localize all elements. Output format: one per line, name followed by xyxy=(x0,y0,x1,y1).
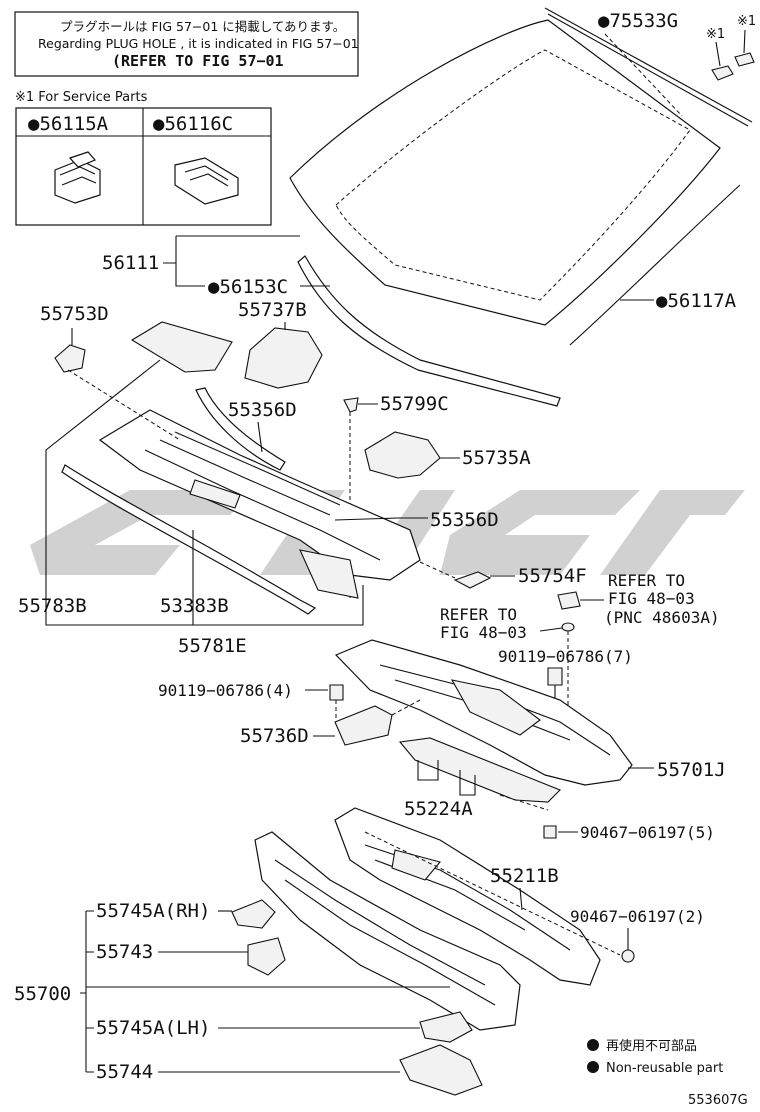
ref1-line-b: FIG 48−03 xyxy=(608,589,695,608)
screw-90467-2 xyxy=(621,949,635,963)
clip-56116c-icon xyxy=(174,157,239,205)
label-55781e: 55781E xyxy=(178,635,247,657)
clip-55799c xyxy=(343,397,359,413)
note-line-en: Regarding PLUG HOLE , it is indicated in… xyxy=(38,36,359,51)
label-55745a-rh: 55745A(RH) xyxy=(96,900,210,922)
bracket-55737b xyxy=(244,327,323,389)
service-part-1: ●56115A xyxy=(28,113,109,135)
bolt-90119-7 xyxy=(547,667,563,686)
seal-tray xyxy=(130,321,233,373)
ref2-line-b: FIG 48−03 xyxy=(440,623,527,642)
label-55743: 55743 xyxy=(96,941,153,963)
cowl-louver-55781e xyxy=(98,409,421,599)
service-note: ※1 For Service Parts xyxy=(15,90,148,105)
label-53383b: 53383B xyxy=(160,595,229,617)
legend-dot-jp xyxy=(587,1039,599,1051)
bracket-55744 xyxy=(399,1044,483,1096)
label-90467-5: 90467−06197(5) xyxy=(580,823,715,842)
screw-90467-5 xyxy=(543,825,557,839)
label-55754f: 55754F xyxy=(518,565,587,587)
legend-dot-en xyxy=(587,1061,599,1073)
bolt-90119-4 xyxy=(329,684,344,701)
legend-en: Non-reusable part xyxy=(606,1061,723,1076)
label-55701j: 55701J xyxy=(657,759,726,781)
bracket-55745a-lh xyxy=(419,1011,473,1043)
label-55799c: 55799C xyxy=(380,393,449,415)
figure-code: 553607G xyxy=(688,1093,748,1108)
label-90119-7: 90119−06786(7) xyxy=(498,647,633,666)
bracket-55743 xyxy=(247,937,286,976)
molding-75533g xyxy=(544,7,753,123)
bracket-55745a-rh xyxy=(231,899,276,929)
label-75533g: ●75533G xyxy=(598,10,678,32)
label-55356d-top: 55356D xyxy=(228,399,297,421)
service-part-2: ●56116C xyxy=(153,113,233,135)
ref1-line-a: REFER TO xyxy=(608,571,685,590)
weatherstrip-53383b xyxy=(61,464,317,615)
label-90119-4: 90119−06786(4) xyxy=(158,681,293,700)
label-55783b: 55783B xyxy=(18,595,87,617)
cowl-panel-55700 xyxy=(254,831,521,1031)
label-90467-2: 90467−06197(2) xyxy=(570,907,705,926)
bracket-55754f xyxy=(453,571,492,589)
molding-clip-icon xyxy=(711,52,755,81)
label-55211b: 55211B xyxy=(490,865,559,887)
label-55224a: 55224A xyxy=(404,798,473,820)
bracket-55736d xyxy=(334,705,393,746)
seal-55356d-top xyxy=(195,387,286,471)
washer-ref-icon xyxy=(561,622,575,632)
label-55700: 55700 xyxy=(14,983,71,1005)
label-55753d: 55753D xyxy=(40,303,109,325)
molding-56117a xyxy=(569,184,741,346)
star-mark-2: ※1 xyxy=(737,14,756,29)
cowl-top-55701j xyxy=(334,639,633,786)
label-55735a: 55735A xyxy=(462,447,531,469)
note-line-jp: プラグホールは FIG 57−01 に掲載してあります。 xyxy=(60,19,345,34)
dash-panel-55211b xyxy=(334,807,601,986)
label-55356d-bot: 55356D xyxy=(430,509,499,531)
label-55736d: 55736D xyxy=(240,725,309,747)
nut-ref-icon xyxy=(557,591,581,610)
legend-jp: 再使用不可部品 xyxy=(606,1038,697,1054)
ref1-line-c: (PNC 48603A) xyxy=(604,608,720,627)
label-56117a: ●56117A xyxy=(656,290,737,312)
label-56111: 56111 xyxy=(102,252,159,274)
panel-55224a xyxy=(398,737,561,803)
note-line-ref: (REFER TO FIG 57−01 xyxy=(112,52,284,70)
note-box xyxy=(14,11,359,77)
label-55737b: 55737B xyxy=(238,299,307,321)
star-mark-1: ※1 xyxy=(706,27,725,42)
label-56153c: ●56153C xyxy=(208,276,288,298)
windshield-glass xyxy=(289,19,721,326)
bracket-55753d xyxy=(54,344,86,373)
bracket-55735a xyxy=(364,431,441,479)
dam-56153c xyxy=(297,255,561,407)
ref2-line-a: REFER TO xyxy=(440,605,517,624)
label-55744: 55744 xyxy=(96,1061,153,1083)
clip-56115a-icon xyxy=(54,151,101,204)
label-55745a-lh: 55745A(LH) xyxy=(96,1017,210,1039)
